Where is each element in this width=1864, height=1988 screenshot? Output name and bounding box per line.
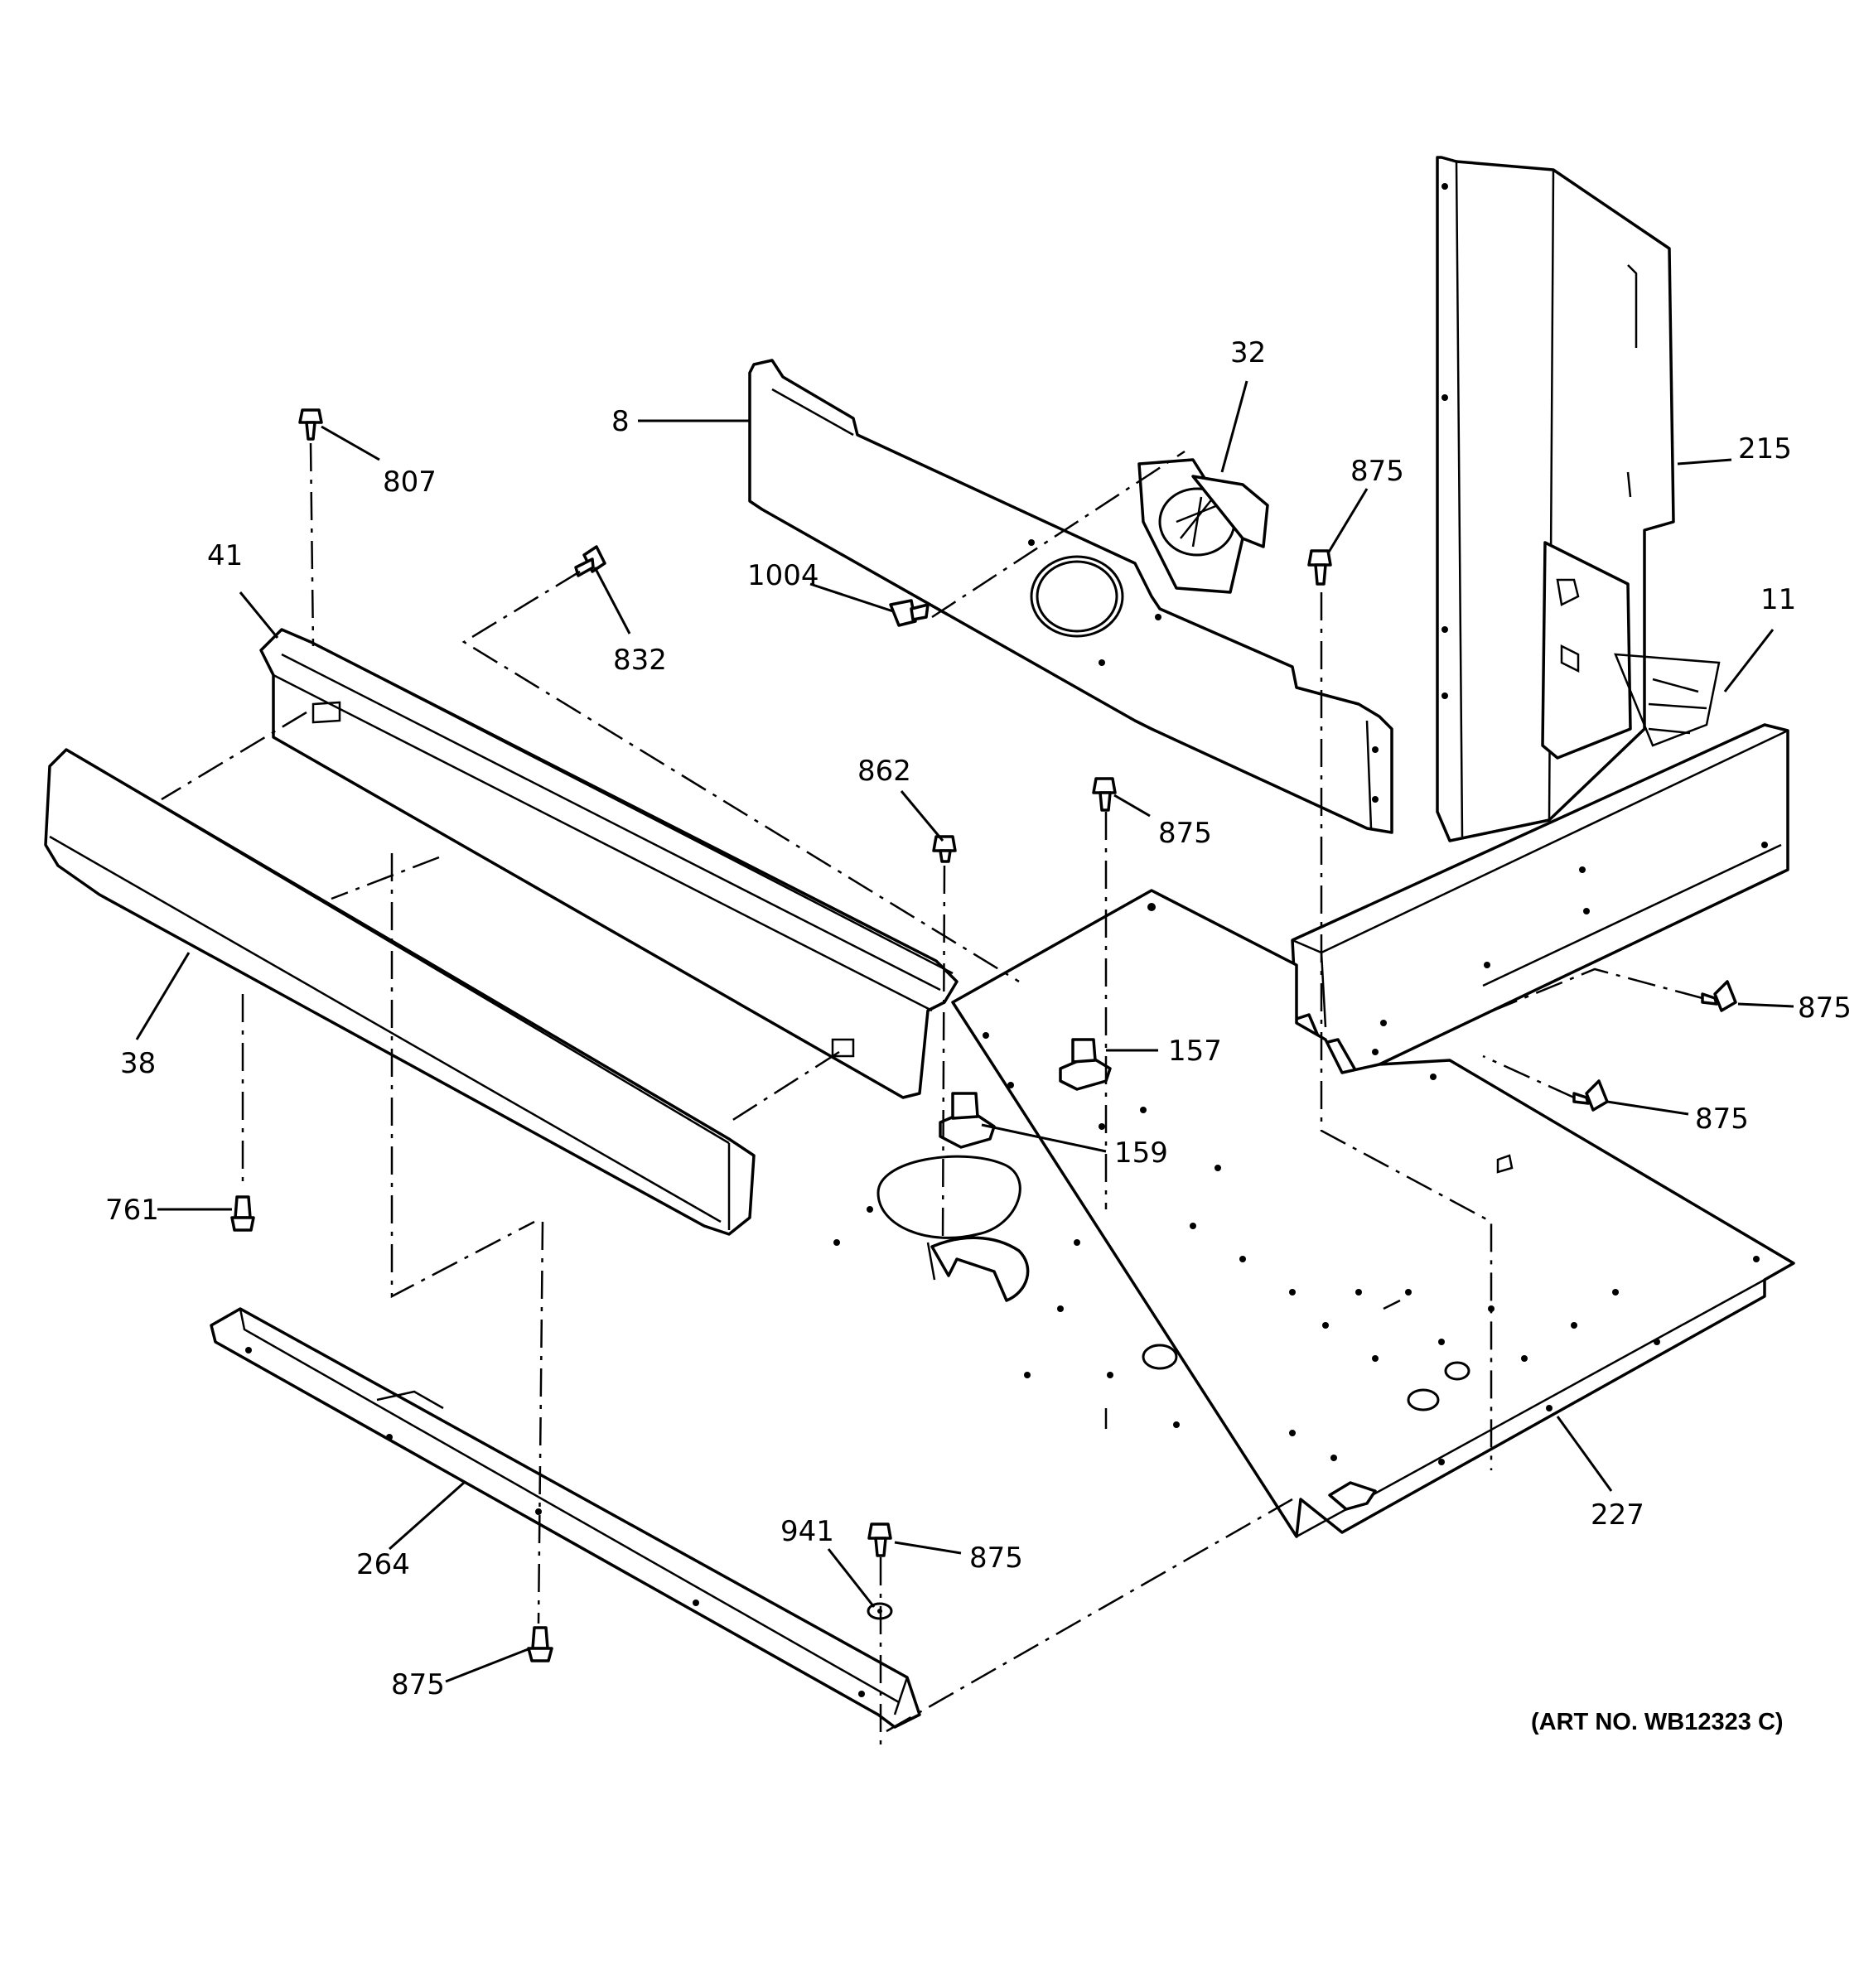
label-875-mid: 875 (1158, 817, 1212, 850)
part-8-baffle (748, 359, 1393, 834)
label-8: 8 (611, 405, 630, 438)
part-32-fan (1137, 458, 1269, 594)
label-157: 157 (1168, 1035, 1222, 1068)
part-11-bracket (1291, 653, 1789, 1087)
screw-875-bottom-left (527, 1626, 553, 1662)
label-215: 215 (1738, 432, 1792, 466)
part-264-rail (210, 1307, 921, 1729)
label-32: 32 (1230, 336, 1266, 369)
screw-862 (932, 835, 957, 863)
label-862: 862 (857, 755, 911, 788)
screw-875-top (1307, 549, 1332, 586)
screw-832 (574, 545, 606, 577)
label-41: 41 (207, 539, 243, 572)
label-227: 227 (1591, 1498, 1644, 1532)
part-227-base-plate (833, 889, 1795, 1538)
label-875-right-lower: 875 (1695, 1103, 1749, 1136)
art-number: (ART NO. WB12323 C) (1531, 1709, 1784, 1735)
label-875-bottom-left: 875 (391, 1668, 445, 1701)
screw-875-right-upper (1701, 980, 1737, 1012)
label-1004: 1004 (747, 559, 819, 592)
label-875-bottom-right: 875 (969, 1542, 1023, 1575)
part-41-channel (259, 628, 959, 1099)
screw-875-mid (1092, 777, 1117, 812)
label-807: 807 (383, 466, 437, 499)
label-264: 264 (356, 1548, 410, 1581)
part-215-rear-panel (1436, 156, 1675, 842)
label-11: 11 (1760, 583, 1796, 616)
screw-761 (230, 1195, 255, 1232)
screw-1004 (889, 599, 930, 627)
part-38-trim (44, 748, 756, 1236)
part-159-thermostat (939, 1092, 996, 1149)
label-38: 38 (120, 1047, 156, 1080)
screw-807 (298, 408, 323, 441)
screw-875-right-lower (1572, 1079, 1609, 1112)
label-875-top: 875 (1350, 455, 1404, 488)
leader-lines (135, 380, 1794, 1683)
label-832: 832 (613, 644, 667, 677)
part-157-thermostat (1059, 1038, 1112, 1091)
part-labels: 807 41 832 8 1004 32 875 215 11 862 875 … (105, 336, 1852, 1735)
screw-875-bottom-right (867, 1522, 892, 1557)
base-plate-openings (876, 1155, 1030, 1302)
alignment-lines (161, 442, 1703, 1748)
label-159: 159 (1114, 1136, 1168, 1170)
label-941: 941 (780, 1515, 834, 1548)
label-875-right-upper: 875 (1798, 992, 1852, 1025)
label-761: 761 (105, 1194, 159, 1227)
